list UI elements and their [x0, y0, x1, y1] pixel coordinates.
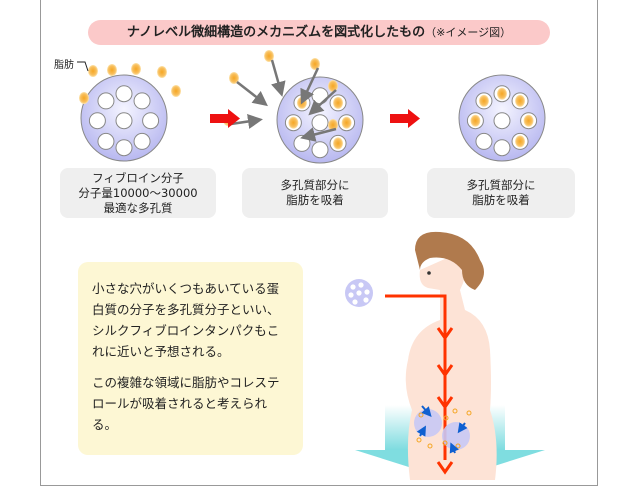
description-box: 小さな穴がいくつもあいている蛋白質の分子を多孔質分子といい、シルクフィブロインタ… — [78, 262, 303, 455]
pore — [133, 132, 151, 150]
caption-line: 脂肪を吸着 — [472, 193, 530, 207]
pore — [293, 134, 311, 152]
fat-droplet — [79, 92, 89, 104]
fat-droplet — [515, 94, 526, 107]
caption-line: 最適な多孔質 — [103, 200, 173, 215]
adsorption-arrow — [270, 59, 286, 97]
fat-droplet — [296, 96, 307, 109]
pore — [311, 87, 329, 105]
fat-droplet — [515, 135, 526, 148]
eye — [427, 271, 431, 275]
pore — [115, 139, 133, 157]
fat-droplet — [88, 65, 98, 77]
caption-line: 多孔質部分に — [466, 178, 536, 192]
fat-droplet — [470, 114, 481, 127]
step-arrow-1 — [210, 109, 240, 128]
fat-droplet — [107, 64, 117, 76]
fat-droplet — [478, 94, 489, 107]
fat-droplet — [171, 85, 181, 97]
pore — [133, 92, 151, 110]
title-text: ナノレベル微細構造のメカニズムを図式化したもの — [126, 25, 426, 40]
caption-adsorbing: 多孔質部分に脂肪を吸着 — [242, 168, 388, 218]
pore — [475, 132, 493, 150]
fat-droplet — [288, 116, 299, 129]
adsorption-arrow — [300, 67, 320, 105]
fat-droplet — [333, 96, 344, 109]
frame-border — [40, 0, 598, 486]
fat-label: 脂肪 — [54, 60, 74, 71]
adsorption-arrow — [236, 81, 268, 107]
fat-droplet — [523, 114, 534, 127]
pore — [493, 139, 511, 157]
adsorption-arrow — [308, 89, 337, 116]
fat-droplet — [310, 58, 320, 70]
pore — [115, 85, 133, 103]
caption-line: 分子量10000〜30000 — [78, 185, 198, 200]
adsorption-arrow — [230, 114, 263, 129]
pore — [311, 114, 329, 132]
caption-adsorbed: 多孔質部分に脂肪を吸着 — [427, 168, 575, 218]
description-paragraph-2: この複雑な領域に脂肪やコレステロールが吸着されると考えられる。 — [92, 375, 280, 432]
fat-droplet — [157, 66, 167, 78]
fat-droplet — [497, 87, 507, 100]
caption-line: フィブロイン分子 — [92, 170, 184, 185]
title-note: （※イメージ図） — [425, 26, 512, 39]
adsorption-arrow — [300, 127, 337, 142]
woman-figure — [345, 231, 545, 480]
caption-line: 多孔質部分に — [280, 178, 350, 192]
fat-droplet — [328, 80, 338, 92]
pore — [97, 92, 115, 110]
fat-droplet — [264, 50, 274, 62]
hair — [415, 231, 484, 290]
fat-droplet — [131, 63, 141, 75]
fat-droplet — [341, 116, 352, 129]
fat-label-leader — [77, 61, 89, 72]
pore — [115, 112, 133, 130]
fat-droplet — [333, 137, 344, 150]
pore — [88, 112, 106, 130]
pore — [493, 112, 511, 130]
diagram-title: ナノレベル微細構造のメカニズムを図式化したもの（※イメージ図） — [88, 20, 550, 45]
caption-line: 脂肪を吸着 — [286, 193, 344, 207]
fat-droplet — [229, 72, 239, 84]
step-arrow-2 — [390, 109, 420, 128]
description-paragraph-1: 小さな穴がいくつもあいている蛋白質の分子を多孔質分子といい、シルクフィブロインタ… — [92, 281, 280, 359]
pore — [142, 112, 160, 130]
pore — [97, 132, 115, 150]
pore — [311, 141, 329, 159]
